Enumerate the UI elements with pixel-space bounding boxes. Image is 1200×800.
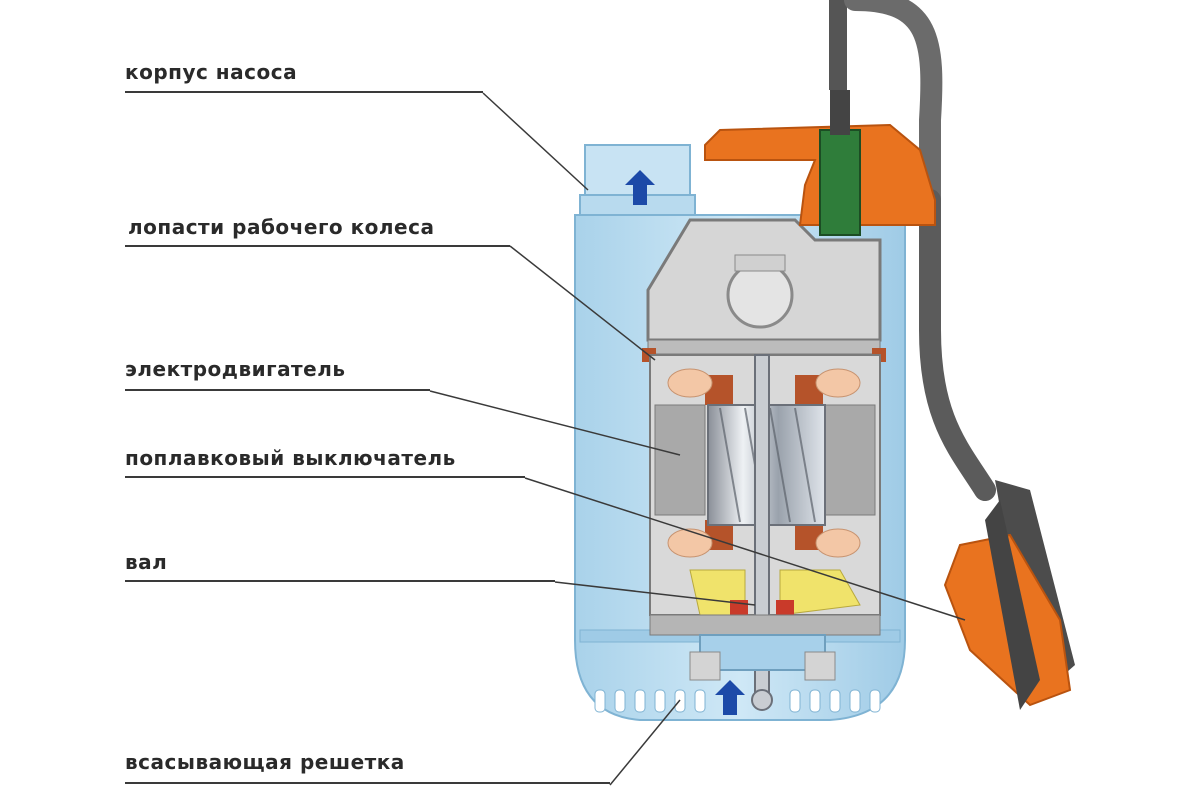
label-float-switch: поплавковый выключатель (125, 446, 456, 470)
leader-suction-grid (609, 699, 681, 786)
motor-cover (642, 218, 886, 362)
underline-float-switch (125, 476, 525, 478)
label-pump-housing: корпус насоса (125, 60, 298, 84)
winding-ends (667, 368, 861, 558)
leader-lines (429, 92, 966, 786)
leader-impeller-blades (509, 245, 656, 361)
impeller (689, 634, 836, 681)
leader-pump-housing (482, 92, 589, 191)
inlet-flow-arrow (715, 680, 745, 715)
underline-pump-housing (125, 91, 483, 93)
capacitor (726, 261, 794, 329)
label-electric-motor: электродвигатель (125, 357, 346, 381)
underline-suction-grid (125, 782, 610, 784)
suction-slots (594, 689, 881, 713)
stator-left (654, 404, 706, 516)
outlet-pipe (579, 144, 696, 216)
cable-gland (819, 129, 861, 236)
leader-shaft (554, 581, 756, 606)
leader-float-switch (524, 477, 966, 621)
pump-handle (704, 90, 936, 236)
underline-shaft (125, 580, 555, 582)
label-impeller-blades: лопасти рабочего колеса (128, 215, 435, 239)
mechanical-seal (649, 569, 881, 636)
label-shaft: вал (125, 550, 168, 574)
leader-electric-motor (429, 390, 681, 456)
stator-right (824, 404, 876, 516)
float-switch (943, 480, 1075, 710)
power-cable (829, 0, 996, 501)
underline-electric-motor (125, 389, 430, 391)
shaft (751, 354, 773, 711)
outlet-flow-arrow (625, 170, 655, 205)
label-suction-grid: всасывающая решетка (125, 750, 405, 774)
underline-impeller-blades (125, 245, 510, 247)
